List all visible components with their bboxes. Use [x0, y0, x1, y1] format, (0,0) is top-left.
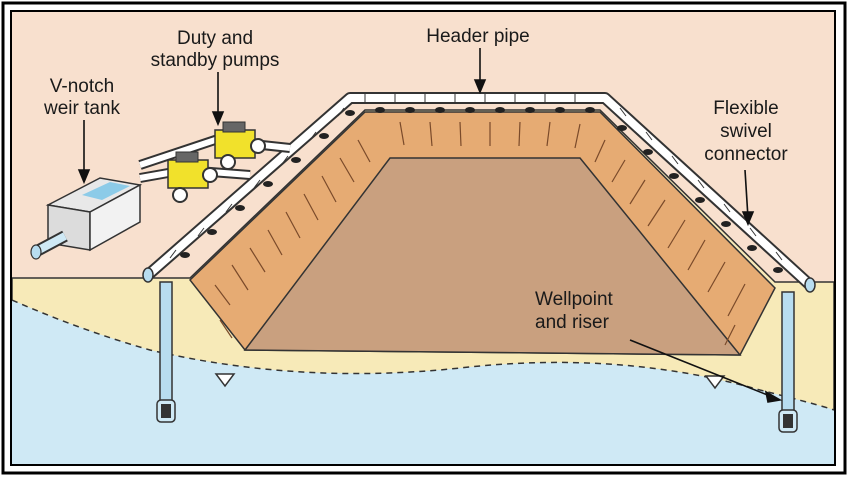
pump-icon	[214, 121, 266, 170]
swivel-label-line2: swivel	[720, 121, 772, 142]
weir-tank-icon	[30, 177, 143, 260]
pumps-label-line2: standby pumps	[151, 50, 280, 71]
swivel-label-line1: Flexible	[713, 98, 778, 119]
water-table-line	[12, 299, 834, 411]
inner-border	[10, 10, 836, 466]
wellpoint-label-line1: Wellpoint	[535, 289, 614, 310]
label-arrows	[77, 48, 783, 403]
swivel-ticks	[169, 93, 783, 261]
water-table-marker-icon	[214, 373, 726, 390]
excavation-floor	[243, 157, 742, 356]
pumps-label-line1: Duty and	[177, 28, 253, 49]
pump-icon	[167, 151, 218, 203]
wellpoint-label-line2: and riser	[535, 312, 610, 333]
header-pipe-label: Header pipe	[426, 26, 530, 47]
slope-hatching	[214, 121, 746, 346]
weir-tank-label-line1: V-notch	[50, 76, 114, 97]
groundwater-zone	[12, 300, 834, 464]
wellpoint-riser-left	[156, 281, 176, 423]
header-pipe	[142, 92, 816, 293]
swivel-label-line3: connector	[704, 144, 788, 165]
swivel-connectors	[180, 107, 783, 273]
wellpoint-riser-right	[778, 291, 798, 433]
weir-tank-label-line2: weir tank	[43, 98, 121, 119]
